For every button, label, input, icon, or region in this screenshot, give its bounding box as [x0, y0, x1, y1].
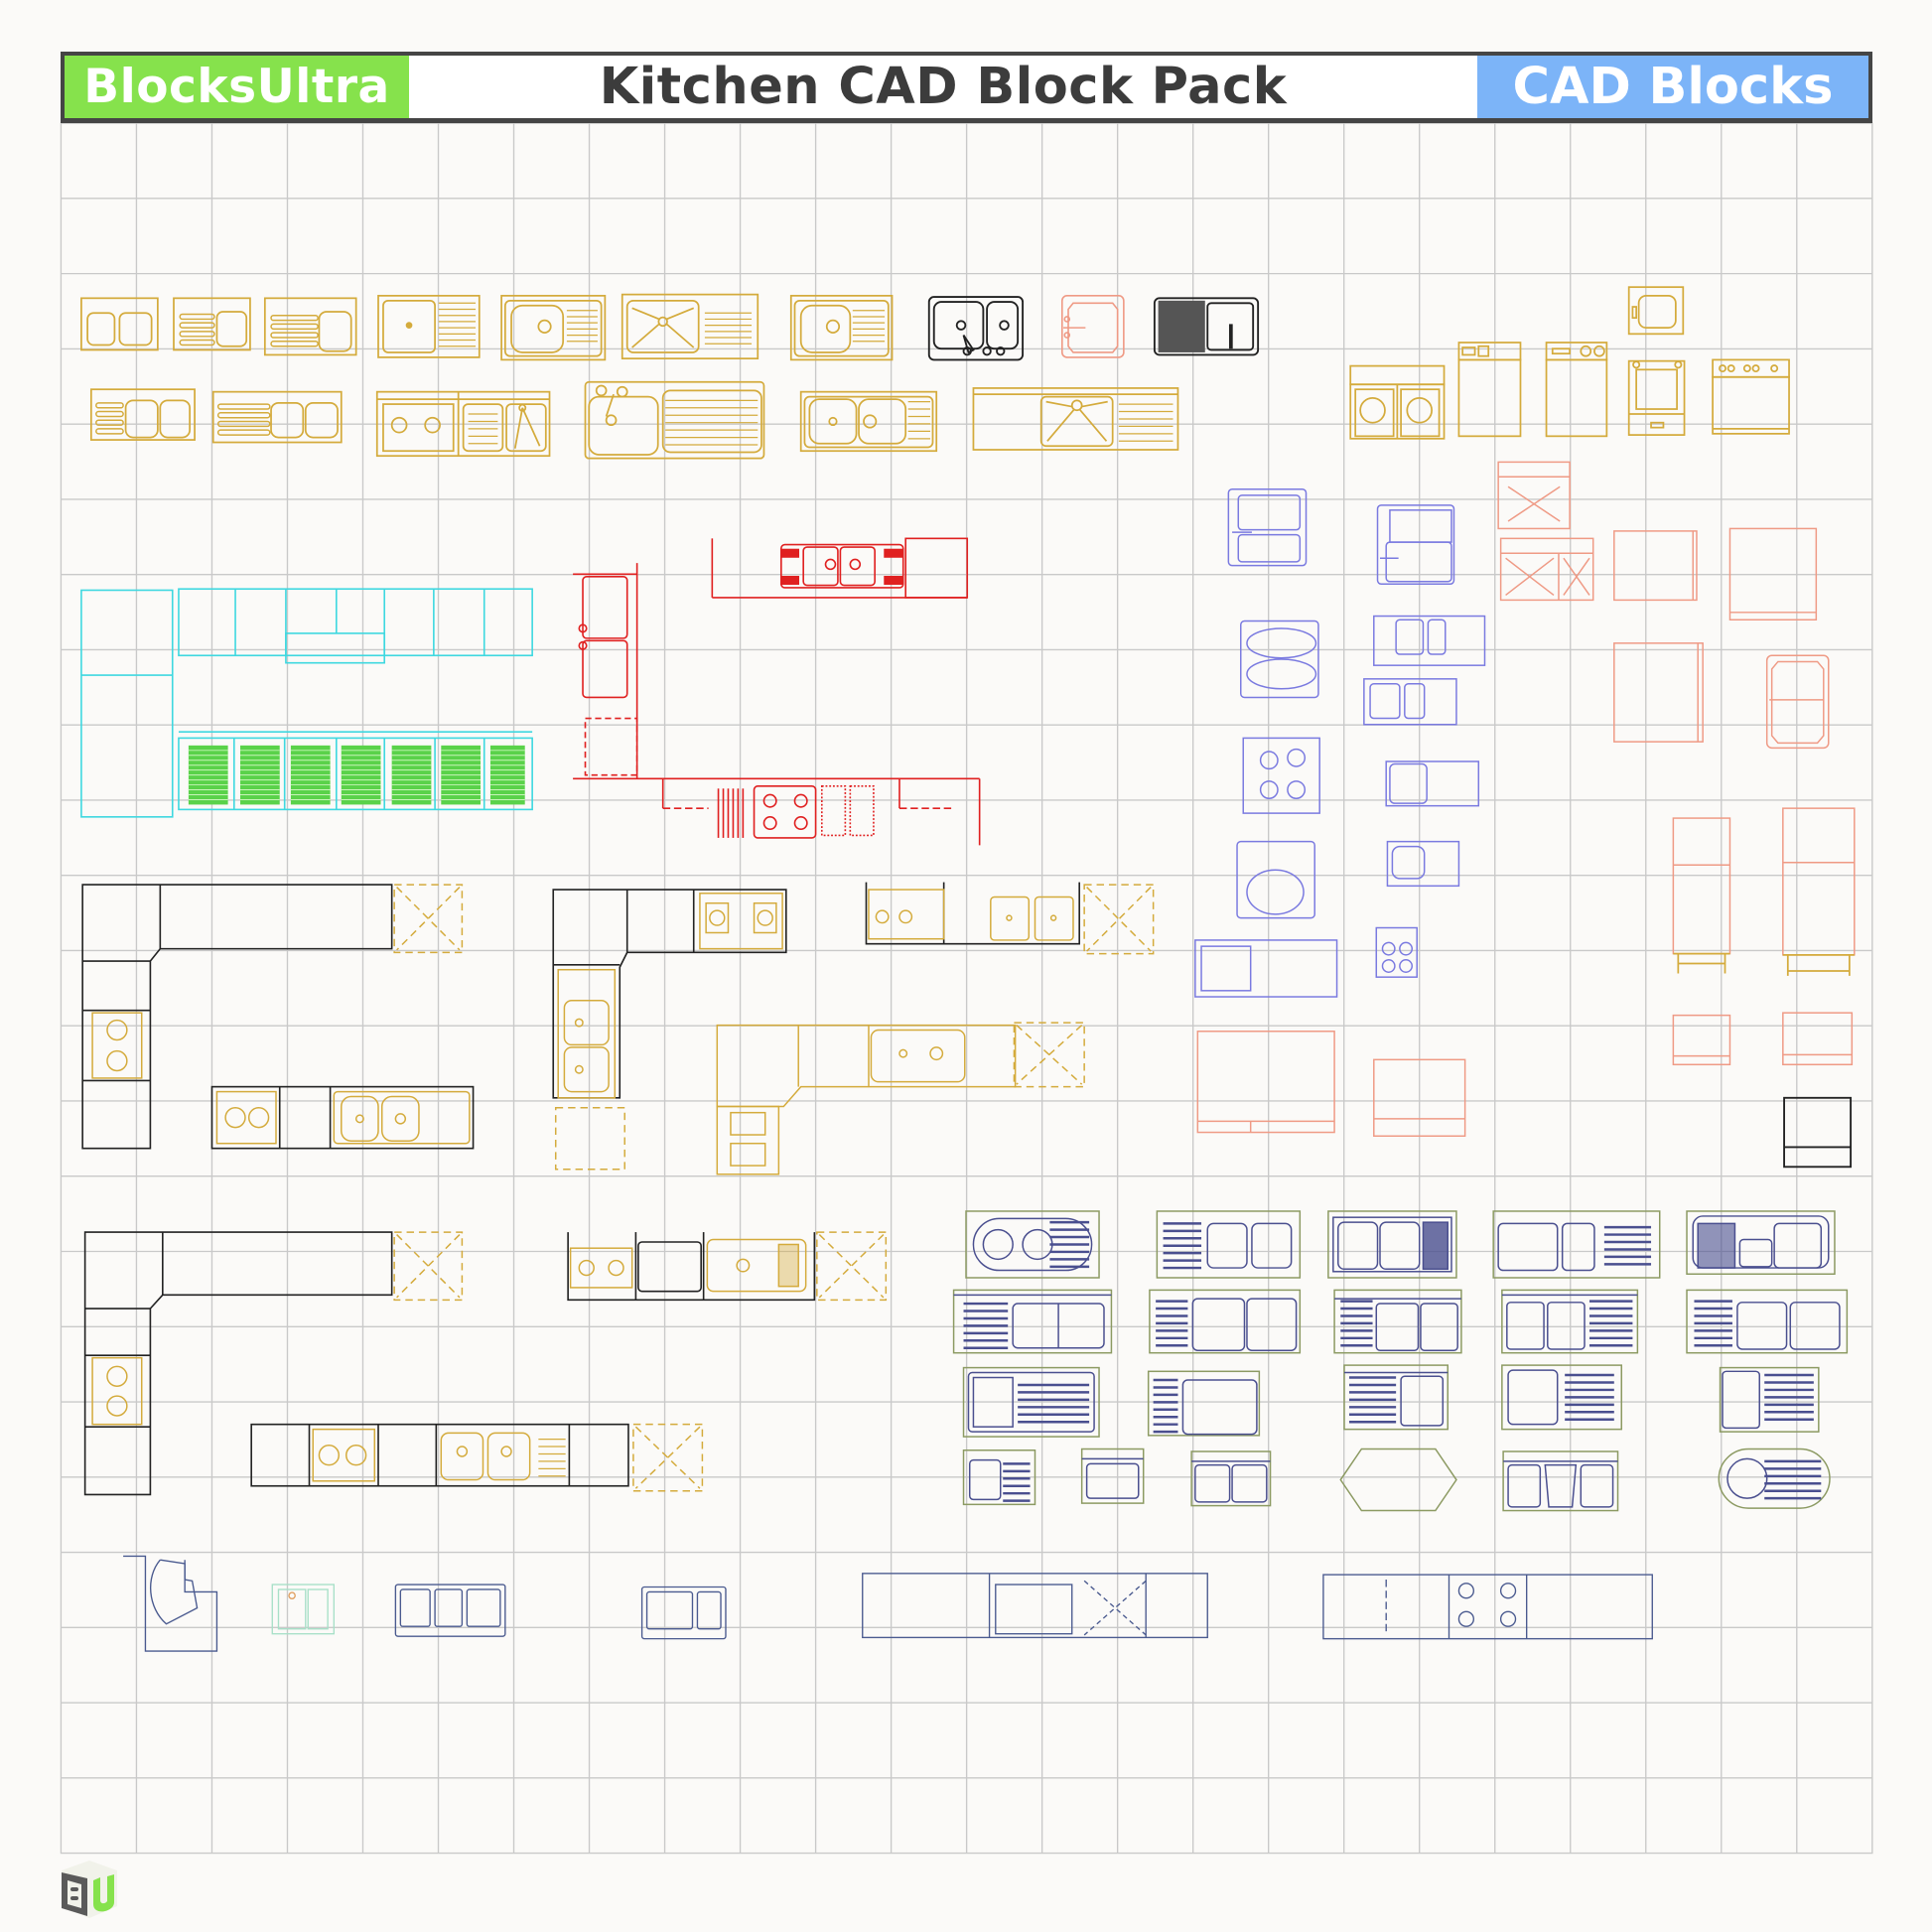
category-tag: CAD Blocks [1477, 56, 1868, 118]
page-title: Kitchen CAD Block Pack [599, 58, 1288, 116]
gold-sink-blocks-row2 [89, 380, 1179, 460]
grid [60, 122, 1873, 1855]
violet-sink-hob-blocks [1194, 487, 1486, 998]
salmon-single-sink-block [1060, 295, 1125, 358]
blocksultra-logo-icon [62, 1861, 117, 1918]
gold-l-kitchen-appliances [91, 884, 1155, 1492]
green-louver-slats [188, 750, 525, 800]
navy-small-blocks [123, 1555, 1653, 1652]
mint-small-sink-block [271, 1584, 336, 1635]
red-kitchen-plan-block [573, 537, 981, 846]
gold-sink-blocks-row1 [80, 293, 894, 361]
gold-fridge-legs [1673, 952, 1855, 976]
gold-laundry-appliance-blocks [1349, 286, 1790, 440]
salmon-range-fridge-blocks [1196, 461, 1856, 1138]
navy-olive-sink-blocks [952, 1210, 1849, 1512]
black-double-sink-block [927, 296, 1025, 361]
black-microwave-block [1783, 1096, 1853, 1169]
banner-header: BlocksUltra Kitchen CAD Block Pack CAD B… [61, 52, 1872, 123]
black-drainer-sink-block [1153, 297, 1260, 356]
cyan-elevation-cabinets-block [80, 588, 533, 818]
black-l-kitchen-outlines [81, 882, 1080, 1496]
brand-label: BlocksUltra [65, 56, 409, 118]
